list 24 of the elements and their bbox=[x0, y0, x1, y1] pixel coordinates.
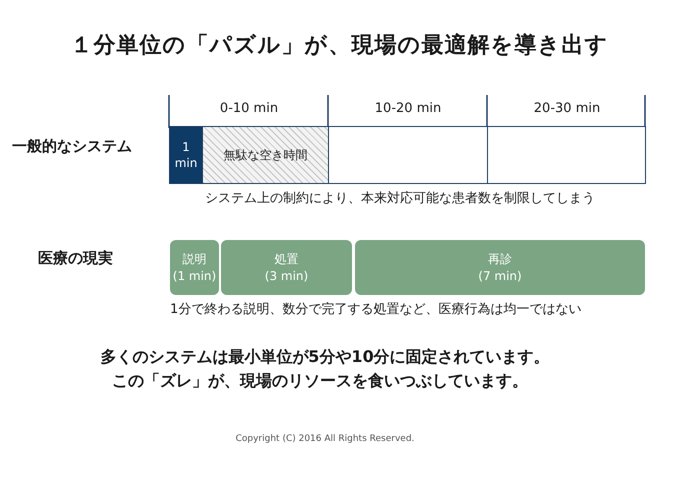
row-label: 一般的なシステム bbox=[12, 137, 132, 156]
task-name: 処置 bbox=[274, 251, 298, 268]
title: １分単位の「パズル」が、現場の最適解を導き出す bbox=[70, 32, 610, 60]
slot-label: 無駄な空き時間 bbox=[224, 146, 308, 164]
copyright-text: Copyright (C) 2016 All Rights Reserved. bbox=[236, 434, 414, 446]
task-block bbox=[170, 240, 219, 295]
task-duration: (3 min) bbox=[264, 268, 308, 284]
summary-text: この「ズレ」が、現場のリソースを食いつぶしています。 bbox=[112, 371, 528, 392]
note-text: 1分で終わる説明、数分で完了する処置など、医療行為は均一ではない bbox=[170, 302, 582, 319]
column-header: 10-20 min bbox=[374, 101, 442, 118]
task-block bbox=[355, 240, 645, 295]
column-header: 20-30 min bbox=[534, 101, 600, 118]
filled-slot-block bbox=[169, 126, 203, 184]
task-duration: (1 min) bbox=[172, 268, 216, 284]
column-header: 0-10 min bbox=[220, 101, 278, 118]
hatched-slot-block bbox=[203, 126, 329, 184]
row-label: 医療の現実 bbox=[38, 249, 113, 268]
task-block bbox=[221, 240, 352, 295]
task-name: 再診 bbox=[488, 251, 512, 268]
task-duration: (7 min) bbox=[478, 268, 522, 284]
slot-label: 1 min bbox=[174, 138, 198, 172]
summary-text: 多くのシステムは最小単位が5分や10分に固定されています。 bbox=[100, 347, 550, 368]
task-name: 説明 bbox=[182, 251, 206, 268]
note-text: システム上の制約により、本来対応可能な患者数を制限してしまう bbox=[205, 191, 595, 208]
